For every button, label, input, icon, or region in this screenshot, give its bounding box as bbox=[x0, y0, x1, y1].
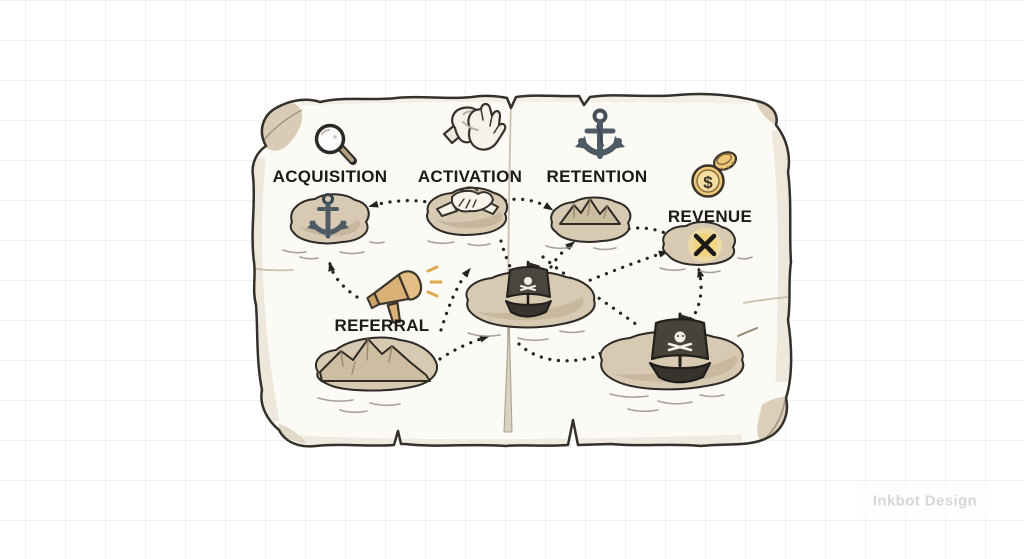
island-anchor bbox=[307, 193, 349, 239]
small-pirate-ship bbox=[505, 260, 552, 318]
route-referral-to-center-island bbox=[438, 335, 490, 361]
route-center-to-retention bbox=[549, 241, 576, 269]
activation-island bbox=[426, 186, 509, 247]
stage-label-referral: REFERRAL bbox=[334, 316, 430, 335]
treasure-x-mark bbox=[693, 233, 717, 257]
route-activation-to-center-island bbox=[499, 239, 515, 275]
route-center-to-revenue bbox=[564, 250, 669, 292]
dollar-sign: $ bbox=[703, 173, 713, 192]
megaphone-icon bbox=[366, 265, 443, 324]
route-referral-to-activation bbox=[439, 267, 471, 332]
anchor-icon bbox=[575, 108, 625, 159]
watermark-credit: Inkbot Design bbox=[856, 483, 994, 519]
stage-label-retention: RETENTION bbox=[546, 167, 648, 186]
island-handshake bbox=[436, 186, 499, 217]
large-pirate-ship bbox=[648, 312, 712, 384]
stage-label-activation: ACTIVATION bbox=[417, 167, 523, 186]
route-center-to-large-ship bbox=[517, 342, 609, 363]
stage-label-acquisition: ACQUISITION bbox=[272, 167, 388, 186]
route-activation-to-retention bbox=[495, 197, 554, 211]
revenue-island bbox=[659, 221, 753, 274]
retention-island bbox=[545, 196, 632, 251]
acquisition-island bbox=[282, 193, 385, 260]
gold-coins-icon: $ bbox=[691, 151, 738, 198]
open-hands-icon bbox=[442, 102, 507, 151]
magnifying-glass-icon bbox=[314, 123, 357, 165]
island-mountains bbox=[559, 198, 621, 225]
referral-mountain-island bbox=[315, 336, 438, 414]
small-pirate-ship-island bbox=[465, 260, 596, 342]
stage-label-revenue: REVENUE bbox=[667, 207, 753, 226]
large-pirate-ship-island bbox=[599, 312, 745, 413]
